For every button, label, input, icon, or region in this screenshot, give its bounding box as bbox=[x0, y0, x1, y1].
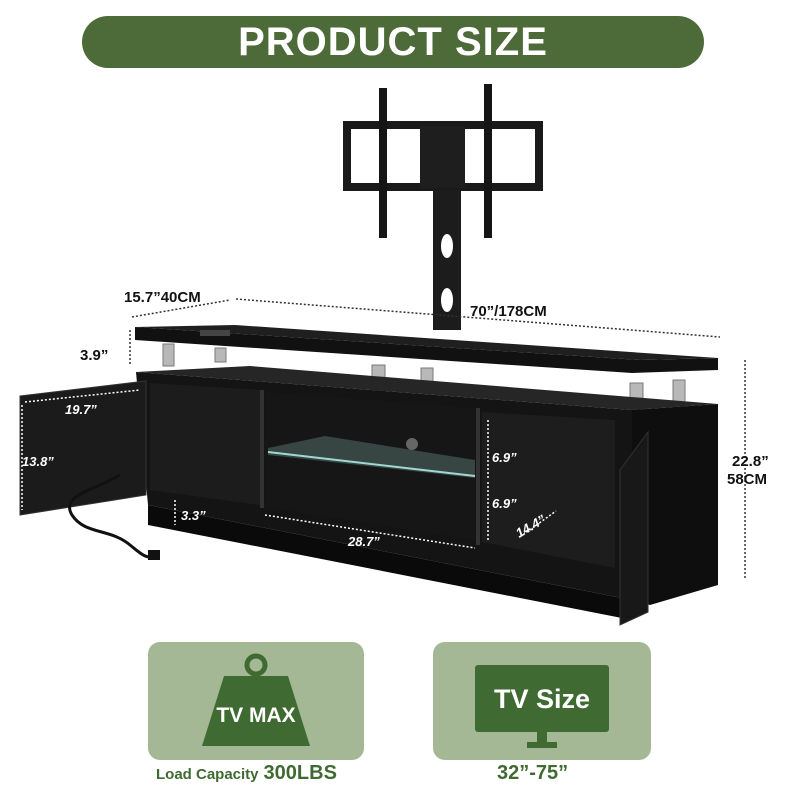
load-capacity-value: 300LBS bbox=[263, 762, 337, 784]
height-cm-label: 58CM bbox=[727, 471, 767, 488]
middle-width-label: 28.7” bbox=[347, 534, 380, 549]
base-height-label: 3.3” bbox=[181, 508, 206, 523]
door-width-label: 19.7” bbox=[65, 402, 97, 417]
right-door bbox=[619, 430, 649, 626]
tv-stand-top bbox=[135, 325, 718, 373]
tv-icon: TV Size bbox=[475, 665, 609, 748]
height-label: 22.8” bbox=[732, 453, 769, 470]
width-label: 70”/178CM bbox=[470, 303, 547, 320]
depth-label: 15.7”40CM bbox=[124, 289, 201, 306]
tv-size-badge: TV Size bbox=[494, 684, 590, 714]
door-height-label: 13.8” bbox=[22, 454, 54, 469]
load-capacity-caption: Load Capacity 300LBS bbox=[156, 762, 337, 785]
measurement-lines bbox=[21, 298, 746, 580]
power-plug-icon bbox=[148, 550, 160, 560]
page-title: PRODUCT SIZE bbox=[238, 19, 548, 64]
power-cord bbox=[68, 473, 153, 559]
tv-size-value: 32”-75” bbox=[497, 762, 569, 784]
load-capacity-label: Load Capacity bbox=[156, 766, 259, 783]
tv-size-caption: 32”-75” bbox=[497, 762, 568, 785]
lower-shelf-label: 6.9” bbox=[492, 496, 517, 511]
load-capacity-card: TV MAX bbox=[148, 642, 364, 760]
product-illustration: 15.7”40CM 70”/178CM 3.9” 22.8” 58CM 19.7… bbox=[19, 84, 769, 626]
title-banner: PRODUCT SIZE bbox=[82, 16, 704, 68]
weight-icon: TV MAX bbox=[202, 653, 310, 746]
top-thickness-label: 3.9” bbox=[80, 347, 108, 364]
left-door bbox=[19, 380, 147, 516]
tv-max-badge: TV MAX bbox=[216, 704, 295, 727]
tv-size-card: TV Size bbox=[433, 642, 651, 760]
upper-shelf-label: 6.9” bbox=[492, 450, 517, 465]
tv-mount-bracket bbox=[343, 84, 543, 330]
cabinet-body bbox=[136, 366, 718, 620]
